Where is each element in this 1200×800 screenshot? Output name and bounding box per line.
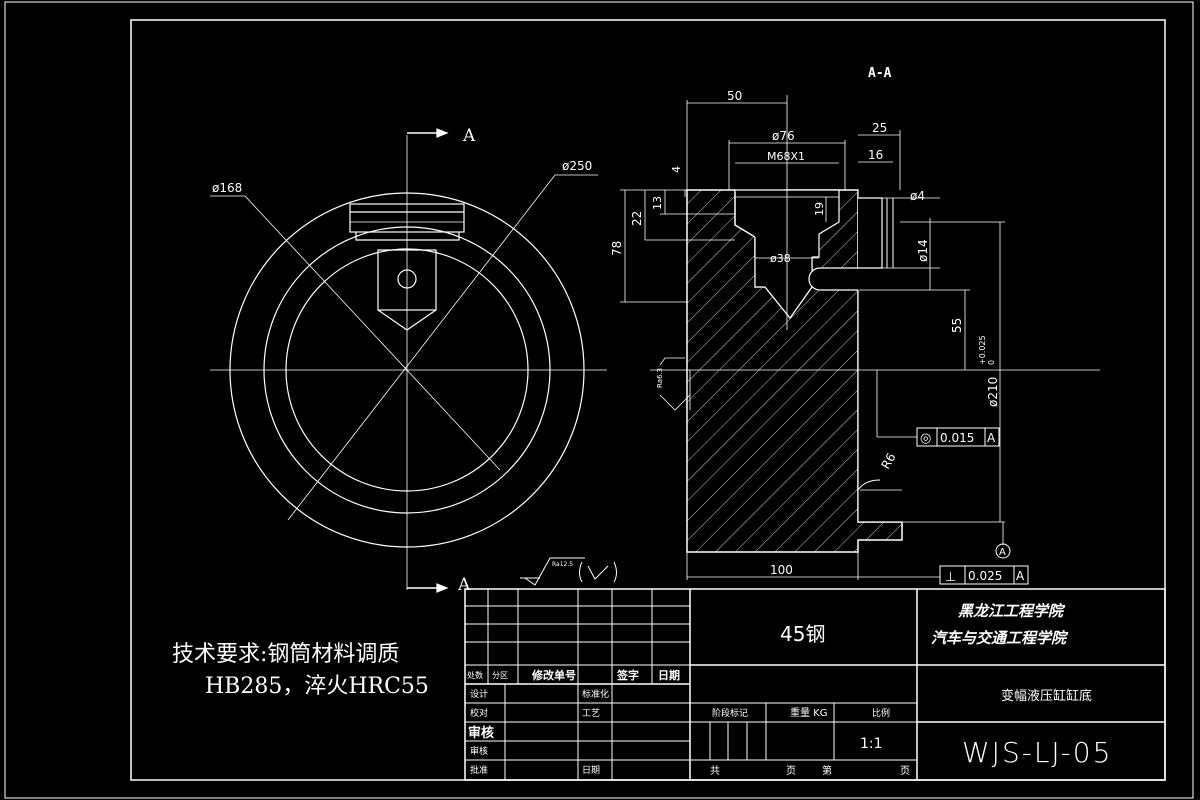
section-dim-text: 50 ø76 M68X1 25 16 ø4 ø38 100 4 13 22 78… [610, 89, 1006, 577]
dim-4-hole: ø4 [910, 189, 925, 203]
roughness-general-value: Ra12.5 [552, 561, 573, 568]
dim-13: 13 [651, 196, 664, 210]
drawing-number: WJS-LJ-05 [962, 736, 1112, 769]
dim-50: 50 [727, 89, 742, 103]
dim-inner-diameter: ø168 [212, 181, 242, 195]
dim-210: ø210 [986, 377, 1000, 407]
concentricity-symbol: ◎ [920, 431, 931, 446]
dim-100: 100 [770, 563, 793, 577]
label-design: 设计 [470, 688, 488, 700]
cut-label-bottom: A [457, 575, 471, 595]
perpendicularity-symbol: ⊥ [945, 570, 956, 585]
dim-210-tol-upper: +0.025 [978, 335, 987, 365]
title-block-text: 处数 分区 修改单号 签字 日期 设计 标准化 校对 工艺 审核 审核 批准 日… [467, 602, 1112, 777]
school-line1: 黑龙江工程学院 [958, 602, 1066, 620]
label-page-2: 页 [900, 765, 910, 777]
section-dimensions [620, 100, 1005, 580]
dim-22: 22 [630, 211, 644, 226]
dim-14: ø14 [916, 239, 930, 262]
dim-16: 16 [868, 148, 883, 162]
label-review: 审核 [468, 725, 494, 741]
header-date: 日期 [658, 668, 680, 682]
dim-19: 19 [813, 202, 826, 216]
label-proofread: 校对 [470, 707, 488, 719]
title-block-lines [464, 588, 1166, 781]
concentricity-datum: A [987, 431, 996, 445]
radius-r6: R6 [878, 451, 898, 472]
dim-outer-diameter: ø250 [562, 159, 592, 173]
label-page-1: 页 [786, 765, 796, 777]
label-standardize: 标准化 [582, 688, 609, 700]
label-sheet: 第 [822, 764, 832, 777]
concentricity-frame: ◎ 0.015 A [916, 427, 1000, 447]
material: 45钢 [780, 622, 825, 646]
dim-thread: M68X1 [767, 150, 805, 163]
datum-circle [995, 543, 1011, 559]
header-signature: 签字 [616, 668, 639, 682]
datum-a-label: A [999, 547, 1006, 558]
concentricity-value: 0.015 [940, 431, 974, 445]
dim-55: 55 [950, 318, 964, 333]
label-stage-mark: 阶段标记 [712, 707, 748, 719]
dim-38: ø38 [770, 252, 791, 265]
label-check: 审核 [470, 745, 488, 757]
label-process: 工艺 [582, 708, 600, 719]
dim-78: 78 [610, 241, 624, 256]
dim-4-top: 4 [670, 166, 683, 173]
scale-value: 1:1 [860, 736, 883, 752]
header-change-doc: 修改单号 [531, 668, 576, 682]
outer-frame [4, 1, 1194, 799]
perpendicularity-value: 0.025 [968, 569, 1002, 583]
label-date: 日期 [582, 765, 600, 776]
cut-label-top: A [462, 126, 476, 146]
section-label: A-A [868, 66, 892, 81]
label-approve: 批准 [470, 764, 488, 776]
perpendicularity-frame: ⊥ 0.025 A [939, 565, 1029, 585]
header-zone: 分区 [492, 671, 508, 680]
header-count: 处数 [467, 670, 483, 680]
roughness-general-symbol [520, 557, 617, 586]
dim-210-tol-lower: 0 [987, 360, 996, 365]
front-view [210, 128, 607, 593]
label-scale: 比例 [872, 707, 890, 719]
label-total: 共 [710, 765, 720, 777]
school-line2: 汽车与交通工程学院 [931, 629, 1069, 647]
dim-25: 25 [872, 121, 887, 135]
part-name: 变幅液压缸缸底 [1001, 688, 1092, 704]
dim-76: ø76 [772, 129, 795, 143]
section-view [650, 95, 1100, 553]
label-weight: 重量 KG [790, 706, 828, 719]
roughness-side: Ra6.3 [656, 368, 664, 388]
tech-requirements-line1: 技术要求:钢筒材料调质 [172, 642, 399, 667]
tech-requirements-line2: HB285，淬火HRC55 [205, 674, 429, 699]
perpendicularity-datum: A [1016, 569, 1025, 583]
